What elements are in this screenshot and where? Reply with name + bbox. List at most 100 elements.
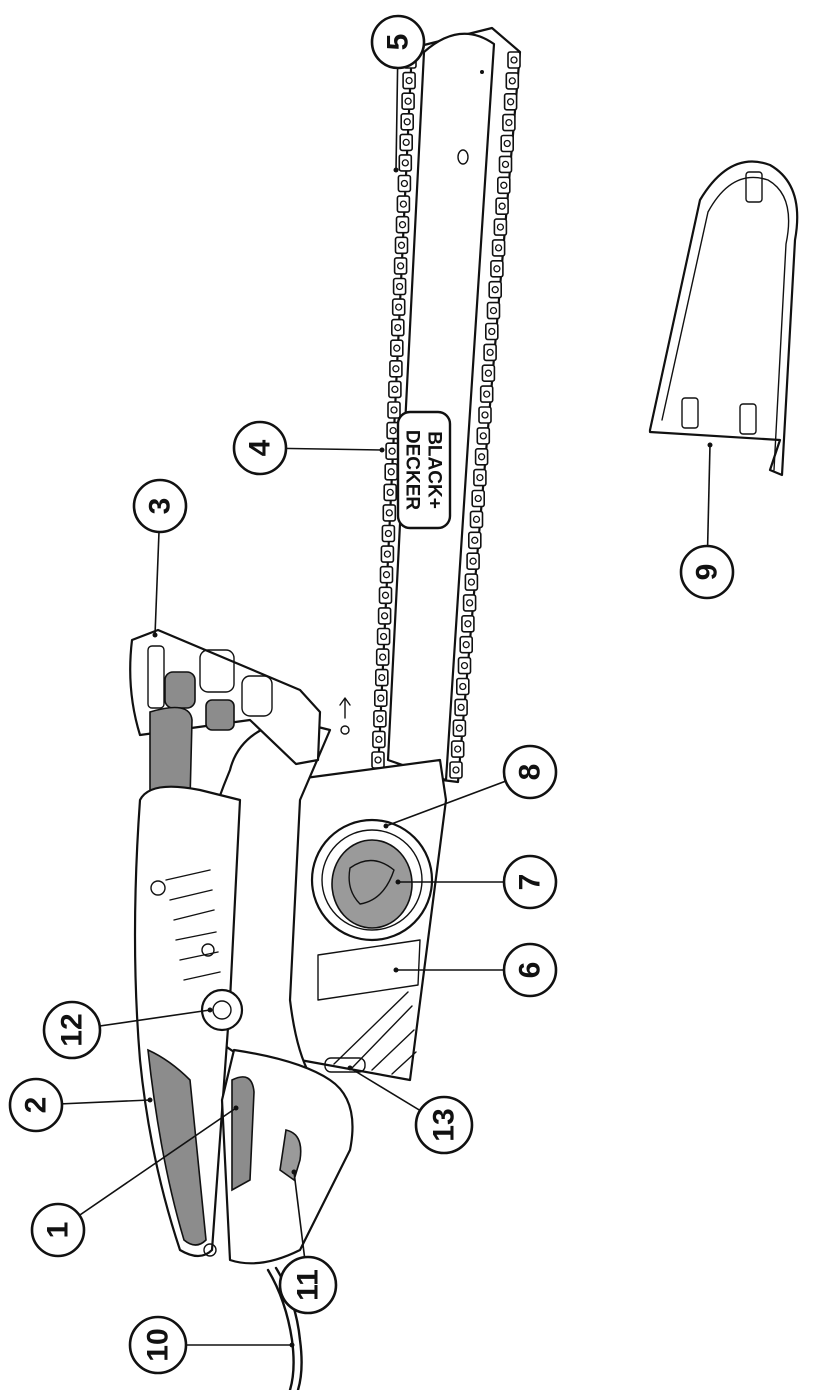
chain-rivet [388,447,396,455]
chain-rivet [381,591,390,599]
scabbard-slot-3 [739,403,757,435]
callout-number: 2 [20,1097,53,1114]
scabbard-body [648,160,799,477]
cover-rib-1 [351,1005,413,1069]
chain-rivet [493,265,501,273]
cover-rib-4 [333,991,409,1065]
chain-rivet [377,694,385,702]
guide-bar [386,32,496,782]
chain-rivet [460,661,469,670]
callout-number: 1 [42,1222,75,1239]
callout-11: 11 [278,1169,338,1315]
chain-rivet [404,97,412,105]
callout-circle [42,1000,102,1060]
callout-6: 6 [393,942,558,998]
chain-rivet [483,390,491,398]
callout-5: 5 [370,14,426,173]
chain-rivet [498,202,506,210]
callout-leader-dot [291,1169,297,1175]
bar-scabbard [648,160,799,477]
chain-rivet [476,473,484,482]
callout-circle [278,1255,338,1315]
callout-number: 13 [428,1108,461,1141]
chain-rivet [384,529,393,538]
chain-rivet [375,735,383,744]
callout-leader-dot [347,1065,353,1071]
chain-rivet [391,385,399,394]
callout-circle [502,942,558,998]
knob-ring-inner [321,829,423,931]
bar-nose-rivet [480,70,484,74]
callout-leader-dot [393,967,399,973]
callout-leader-dot [383,823,389,829]
chain-rivet [396,262,405,270]
chain-rivet [374,756,382,764]
guard-rib [147,645,165,709]
chain-rivet [481,411,489,419]
chain-rivet [387,468,395,476]
chain-rivet [392,365,400,373]
chain-rivet [403,118,411,126]
oil-cap-outer [200,988,244,1032]
callout-number: 10 [142,1328,175,1361]
callout-circle [370,14,426,70]
callout-13: 13 [347,1065,474,1155]
callout-number: 8 [514,764,547,781]
direction-symbol-icon [340,725,350,735]
callout-circle [414,1095,474,1155]
callout-leader-dot [395,879,401,885]
body-screw-1 [150,880,166,896]
callout-number: 7 [514,874,547,891]
chain-rivet [510,56,518,64]
chain-rivet [395,303,403,311]
callout-leader-dot [152,632,158,638]
guard-slot-2 [199,649,235,693]
chain-rivet [494,244,503,252]
callout-number: 5 [382,34,415,51]
callout-circle [128,1315,188,1375]
callout-number: 6 [514,962,547,979]
callout-number: 3 [144,498,177,515]
callout-leader-dot [379,447,385,453]
guard-slot-1 [164,671,196,709]
callout-circle [30,1202,86,1258]
callout-number: 12 [56,1013,89,1046]
chain-rivet [379,632,388,641]
callout-leader-dot [707,442,713,448]
callout-leader-dot [289,1342,295,1348]
chain-rivet [469,557,477,565]
chain-rivet [378,673,386,682]
brand-line-2: DECKER [402,430,423,511]
oil-level-window [324,1057,366,1073]
chain-direction-mark [339,697,351,735]
chain-rivet [389,426,397,435]
callout-leader-line [57,1107,237,1231]
brand-logo: BLACK+ DECKER [396,410,452,530]
chain-rivet [395,282,404,291]
knob-face [331,839,413,929]
guide-bar-plate [386,32,496,782]
chain-rivet [385,509,393,517]
callout-leader-dot [147,1097,153,1103]
scabbard-slot-2 [681,397,699,429]
callout-circle [502,854,558,910]
chain-rivet [455,724,464,732]
chain-rivet [489,306,498,315]
callout-12: 12 [42,1000,213,1060]
chain-rivet [506,98,515,106]
chain-rivet [501,160,510,169]
chain-rivet [464,620,472,628]
chain-rivet [400,179,409,188]
callout-number: 11 [292,1269,325,1301]
oil-cap-inner [212,1000,232,1020]
body-screw-3 [203,1243,217,1257]
grip-ribs [165,869,221,981]
chain-rivet [401,159,409,167]
chain-rivet [484,369,493,377]
callout-4: 4 [232,420,385,476]
callout-8: 8 [383,744,558,829]
callout-2: 2 [8,1077,153,1133]
chain-rivet [382,571,391,579]
chain-rivet [457,703,465,712]
